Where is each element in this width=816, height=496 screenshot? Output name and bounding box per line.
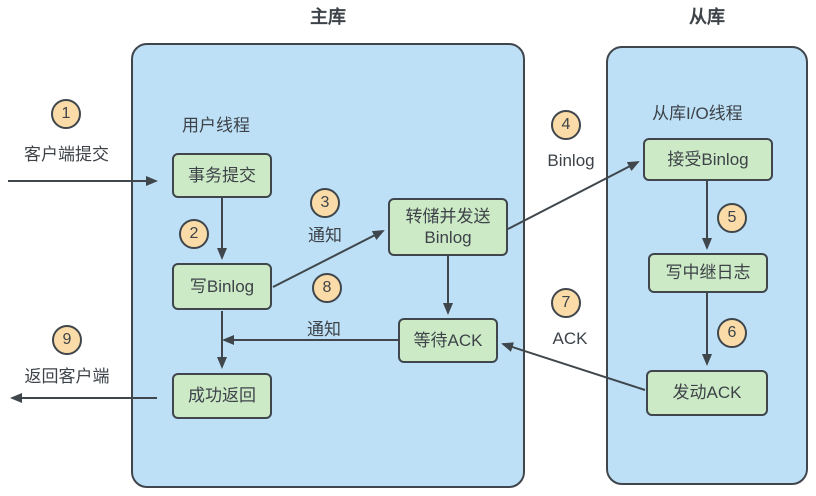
step-circle-1: 1 [51,99,81,129]
node-write-binlog: 写Binlog [172,263,272,310]
slave-title: 从库 [689,7,725,27]
node-write-relay-log: 写中继日志 [648,253,768,293]
step-circle-9: 9 [52,325,82,355]
step-circle-6: 6 [717,318,747,348]
master-thread-label: 用户线程 [182,116,250,135]
node-dump-send-line1: 转储并发送 [405,206,491,226]
step-label-ack-7: ACK [552,329,588,348]
node-success-return: 成功返回 [172,373,272,419]
step-label-binlog-4: Binlog [547,151,595,170]
step-circle-4: 4 [551,110,581,140]
step-circle-3: 3 [310,188,340,218]
node-dump-send-line2: Binlog [424,228,472,247]
node-wait-ack: 等待ACK [398,318,498,363]
master-title: 主库 [310,7,346,27]
step-circle-5: 5 [717,203,747,233]
step-circle-7: 7 [551,288,581,318]
node-transaction-commit: 事务提交 [172,153,272,198]
node-send-ack: 发动ACK [646,370,768,416]
node-receive-binlog: 接受Binlog [643,138,773,181]
step-circle-2: 2 [179,219,209,249]
step-label-notify-3: 通知 [308,226,342,245]
step-label-return-client: 返回客户端 [24,367,110,386]
node-dump-send-binlog: 转储并发送 Binlog [388,198,508,256]
step-label-notify-8: 通知 [307,320,341,339]
step-circle-8: 8 [312,273,342,303]
slave-io-thread-label: 从库I/O线程 [652,104,743,123]
step-label-client-commit: 客户端提交 [24,145,109,164]
